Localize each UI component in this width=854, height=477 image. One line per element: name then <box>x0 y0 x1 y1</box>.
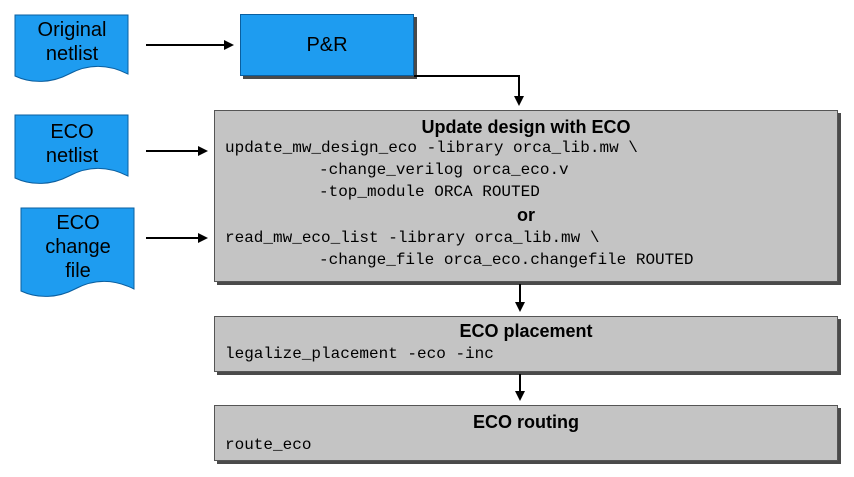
original-netlist-line1: Original <box>37 19 107 41</box>
eco-placement-code: legalize_placement -eco -inc <box>225 345 494 363</box>
eco-routing-title: ECO routing <box>473 412 579 432</box>
update-code-line2: -change_verilog orca_eco.v <box>319 161 569 179</box>
eco-netlist-doc: ECO netlist <box>14 114 130 186</box>
eco-placement-title: ECO placement <box>459 321 593 341</box>
eco-change-line2: change <box>45 236 111 258</box>
document-shape-icon <box>14 114 129 184</box>
update-code-line4: read_mw_eco_list -library orca_lib.mw \ <box>225 229 600 247</box>
eco-netlist-line2: netlist <box>45 145 99 167</box>
eco-netlist-line1: ECO <box>50 121 94 143</box>
arrow-pr-to-update <box>414 75 524 106</box>
update-code-line1: update_mw_design_eco -library orca_lib.m… <box>225 139 638 157</box>
eco-change-line3: file <box>65 260 91 282</box>
eco-routing-code: route_eco <box>225 436 312 454</box>
eco-change-file-doc: ECO change file <box>20 207 136 299</box>
update-design-title: Update design with ECO <box>421 117 631 137</box>
eco-change-line1: ECO <box>56 212 100 234</box>
update-design-box: Update design with ECO update_mw_design_… <box>214 110 838 282</box>
pr-label: P&R <box>306 33 348 56</box>
update-code-line5: -change_file orca_eco.changefile ROUTED <box>319 251 694 269</box>
original-netlist-doc: Original netlist <box>14 14 130 84</box>
update-code-line3: -top_module ORCA ROUTED <box>319 183 540 201</box>
original-netlist-line2: netlist <box>45 43 99 65</box>
eco-placement-box: ECO placement legalize_placement -eco -i… <box>214 316 838 372</box>
eco-routing-box: ECO routing route_eco <box>214 405 838 461</box>
document-shape-icon <box>20 207 135 297</box>
document-shape-icon <box>14 14 129 82</box>
or-label: or <box>517 205 535 225</box>
pr-box: P&R <box>240 14 414 76</box>
